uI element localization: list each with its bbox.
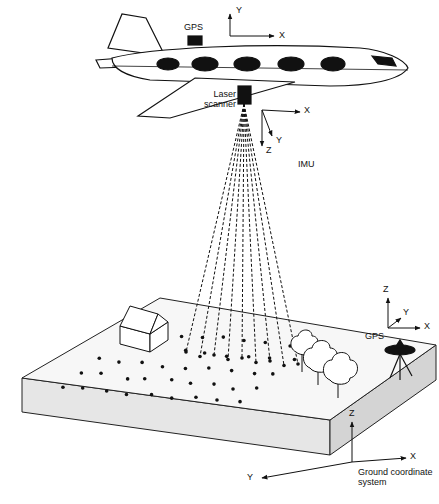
laser-point — [222, 335, 226, 339]
laser-point — [184, 367, 188, 371]
axis-label: X — [304, 106, 310, 116]
axis-label: Y — [276, 136, 282, 146]
laser-point — [254, 361, 258, 365]
laser-point — [143, 377, 147, 381]
gps-label: GPS — [184, 23, 203, 33]
laser-point — [231, 387, 235, 391]
axis-label: Z — [266, 146, 272, 156]
axis-label: Y — [247, 473, 253, 483]
laser-beam — [242, 104, 244, 358]
trees — [291, 330, 358, 398]
laser-point — [212, 353, 216, 357]
laser-point — [140, 361, 144, 365]
laser-beam — [228, 104, 244, 360]
laser-beam — [244, 104, 298, 364]
imu-label: IMU — [298, 160, 315, 170]
laser-point — [180, 335, 184, 339]
axis-label: X — [279, 31, 285, 41]
gps-axes — [230, 14, 274, 36]
laser-point — [226, 358, 230, 362]
axis-label: Y — [403, 308, 409, 318]
laser-point — [268, 356, 272, 360]
laser-point — [81, 386, 85, 390]
laser-point — [161, 365, 165, 369]
laser-beam — [244, 104, 284, 366]
scanner-label: Laser scanner — [196, 90, 236, 110]
laser-point — [230, 369, 234, 373]
laser-point — [240, 356, 244, 360]
laser-beam — [200, 104, 244, 357]
laser-point — [242, 339, 246, 343]
axis-label: X — [410, 452, 416, 462]
laser-point — [97, 357, 101, 361]
laser-point — [201, 336, 205, 340]
laser-point — [238, 400, 242, 404]
imu-axes — [262, 110, 300, 146]
laser-point — [282, 364, 286, 368]
laser-point — [189, 381, 193, 385]
laser-point — [198, 355, 202, 359]
laser-point — [117, 360, 121, 364]
laser-beam — [244, 104, 256, 363]
laser-point — [255, 386, 259, 390]
axis-label: Z — [383, 285, 389, 295]
laser-beam — [186, 104, 244, 352]
axis-label: Z — [349, 409, 355, 419]
laser-points — [61, 335, 311, 404]
laser-point — [150, 393, 154, 397]
laser-point — [253, 372, 257, 376]
laser-beam — [244, 104, 270, 361]
laser-point — [105, 389, 109, 393]
laser-point — [125, 393, 129, 397]
laser-point — [99, 371, 103, 375]
laser-point — [170, 396, 174, 400]
laser-point — [207, 366, 211, 370]
laser-point — [203, 351, 207, 355]
station-axes — [388, 298, 420, 328]
laser-point — [61, 385, 65, 389]
laser-point — [212, 382, 216, 386]
laser-point — [170, 378, 174, 382]
house — [120, 306, 168, 352]
laser-point — [126, 377, 130, 381]
aircraft — [96, 14, 408, 118]
laser-fan — [186, 104, 298, 366]
laser-point — [296, 362, 300, 366]
gps-label: GPS — [365, 332, 384, 342]
axis-label: Y — [236, 6, 242, 16]
laser-point — [194, 396, 198, 400]
laser-point — [80, 371, 84, 375]
laser-point — [215, 398, 219, 402]
laser-point — [247, 355, 251, 359]
system-label: Ground coordinate system — [358, 468, 434, 488]
laser-point — [263, 341, 267, 345]
laser-point — [184, 348, 188, 352]
laser-beam — [214, 104, 244, 355]
laser-point — [225, 355, 229, 359]
laser-point — [268, 359, 272, 363]
axis-label: X — [424, 322, 430, 332]
laser-point — [293, 358, 297, 362]
gps-station — [385, 340, 415, 380]
terrain-block — [22, 298, 436, 455]
laser-point — [271, 372, 275, 376]
